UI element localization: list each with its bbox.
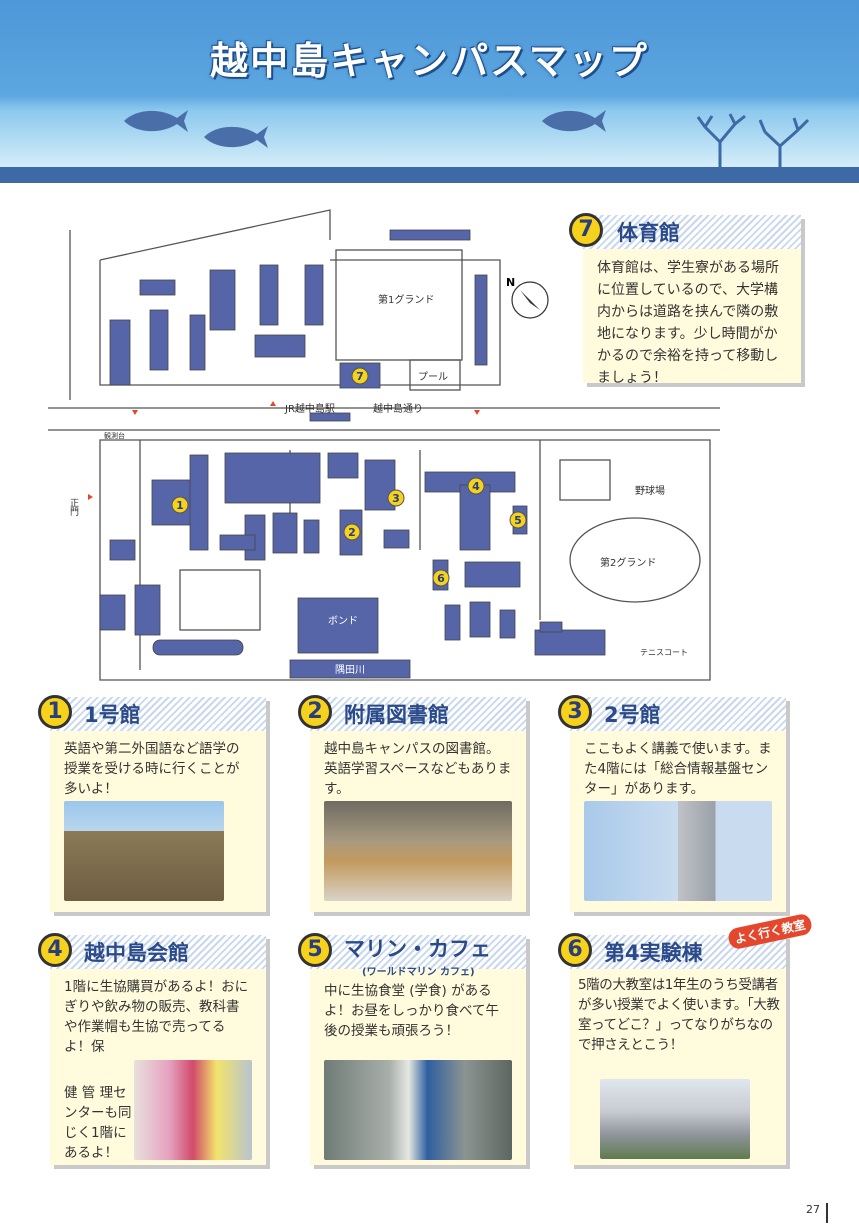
cafe-photo (324, 1060, 512, 1160)
building-1-photo (64, 801, 224, 901)
map-label-observatory: 観測台 (104, 431, 125, 440)
svg-text:2: 2 (348, 526, 356, 539)
card-title: マリン・カフェ (344, 937, 491, 961)
marker-1: 1 (171, 496, 189, 514)
lab-building-photo (600, 1079, 750, 1159)
gym-text: 体育館は、学生寮がある場所に位置しているので、大学構内からは道路を挟んで隣の敷地… (597, 260, 779, 386)
gym-title: 体育館 (617, 221, 680, 245)
svg-text:1: 1 (176, 499, 184, 512)
svg-text:7: 7 (356, 370, 364, 383)
card-title: 越中島会館 (84, 941, 189, 965)
marker-5: 5 (509, 511, 527, 529)
header-strip (0, 167, 859, 183)
marker-6: 6 (432, 569, 450, 587)
frequent-classroom-badge: よく行く教室 (726, 912, 814, 951)
svg-text:N: N (506, 276, 515, 289)
card-subtitle: (ワールドマリン カフェ) (362, 967, 475, 978)
fish-icon (124, 110, 188, 132)
marker-3: 3 (387, 489, 405, 507)
map-label-tennis: テニスコート (640, 648, 688, 657)
card-title: 1号館 (84, 703, 141, 727)
map-label-ground2: 第2グランド (600, 556, 656, 569)
fish-icon (204, 126, 268, 148)
map-label-main-gate: 正門 (68, 498, 79, 517)
map-label-pond: ボンド (328, 615, 358, 627)
card-title: 附属図書館 (344, 703, 449, 727)
svg-text:6: 6 (437, 572, 445, 585)
page-title: 越中島キャンパスマップ (210, 39, 649, 83)
card-text: 1階に生協購買があるよ！おにぎりや飲み物の販売、教科書や作業帽も生協で売ってるよ… (64, 979, 249, 1055)
card-text-cont: 健 管 理センターも同じく1階にあるよ！ (64, 1085, 132, 1161)
marker-7: 7 (351, 367, 369, 385)
svg-text:5: 5 (514, 514, 522, 527)
building-2-photo (584, 801, 772, 901)
header-banner: 越中島キャンパスマップ (0, 0, 859, 183)
map-label-river: 隅田川 (335, 664, 365, 676)
card-text: ここもよく講義で使います。また4階には「総合情報基盤センター」があります。 (584, 741, 772, 797)
page-number: 27 (806, 1203, 828, 1223)
map-label-street: 越中島通り (373, 402, 423, 415)
card-text: 英語や第二外国語など語学の授業を受ける時に行くことが多いよ！ (64, 741, 240, 797)
svg-text:4: 4 (472, 480, 480, 493)
card-title: 第4実験棟 (604, 941, 703, 965)
card-title: 2号館 (604, 703, 661, 727)
card-text: 5階の大教室は1年生のうち受講者が多い授業でよく使います。「大教室ってどこ？」っ… (578, 977, 780, 1053)
marker-4: 4 (467, 477, 485, 495)
library-photo (324, 801, 512, 901)
card-text: 越中島キャンパスの図書館。英語学習スペースなどもあります。 (324, 741, 512, 797)
store-photo (134, 1060, 252, 1160)
compass-icon: N (506, 276, 549, 319)
gate-arrows (88, 401, 480, 500)
marker-2: 2 (343, 523, 361, 541)
svg-text:3: 3 (392, 492, 400, 505)
card-text: 中に生協食堂 (学食) があるよ！お昼をしっかり食べて午後の授業も頑張ろう！ (324, 983, 499, 1039)
campus-map: 第1グランド プール JR越中島駅 越中島通り 観測台 正門 野球場 第2グラン… (48, 209, 720, 681)
coral-icon (696, 113, 810, 168)
map-label-pool: プール (418, 371, 448, 383)
fish-icon (542, 110, 606, 132)
map-label-ground1: 第1グランド (378, 293, 434, 306)
map-label-baseball: 野球場 (635, 484, 665, 497)
map-label-station: JR越中島駅 (284, 402, 335, 415)
